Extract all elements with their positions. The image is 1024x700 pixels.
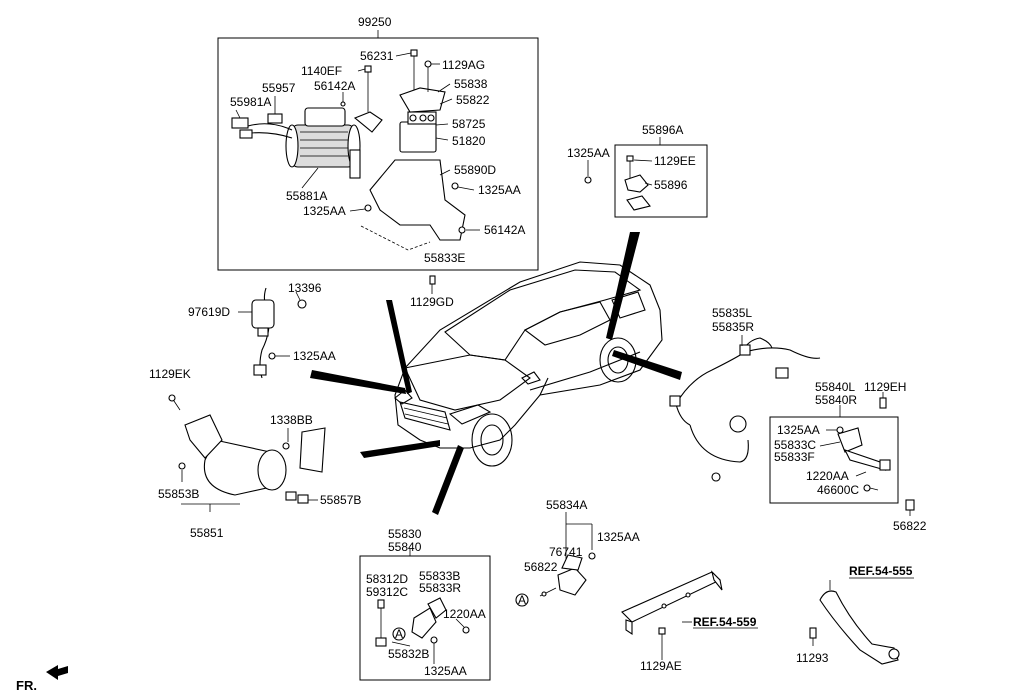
label-13396: 13396: [288, 281, 322, 295]
air-compressor: [231, 107, 361, 179]
label-55838: 55838: [454, 77, 488, 91]
compressor-group: 99250: [217, 15, 539, 271]
label-1325AA-box-right: 1325AA: [478, 183, 521, 197]
label-11293: 11293: [796, 651, 829, 665]
label-1129AG: 1129AG: [442, 58, 485, 72]
label-55840: 55840: [388, 540, 422, 554]
label-55853B: 55853B: [158, 487, 199, 501]
label-55833F: 55833F: [774, 450, 815, 464]
label-55834A: 55834A: [546, 498, 587, 512]
label-55830: 55830: [388, 527, 422, 541]
label-55833E: 55833E: [424, 251, 465, 265]
compressor-leaders: [235, 52, 480, 251]
label-55957: 55957: [262, 81, 296, 95]
label-97619D: 97619D: [188, 305, 230, 319]
label-51820: 51820: [452, 134, 486, 148]
label-55835R: 55835R: [712, 320, 754, 334]
label-55896A: 55896A: [642, 123, 683, 137]
label-55896: 55896: [654, 178, 688, 192]
label-1325AA-center: 1325AA: [597, 530, 640, 544]
sensor-55896A-group: 55896A 1129EE 55896 1325AA: [567, 123, 708, 218]
sensor-55840-box: [769, 416, 899, 504]
label-55833B: 55833B: [419, 569, 460, 583]
label-56142A-top: 56142A: [314, 79, 355, 93]
compressor-bracket: [353, 87, 466, 241]
label-55822: 55822: [456, 93, 490, 107]
label-55890D: 55890D: [454, 163, 496, 177]
sensor-box: [614, 144, 708, 218]
label-1325AA-bottom: 1325AA: [424, 664, 467, 678]
label-1129GD: 1129GD: [410, 295, 454, 309]
wire-harness-55835: 55835L 55835R: [669, 306, 821, 482]
label-55840L: 55840L: [815, 380, 855, 394]
valve-block: [399, 111, 437, 153]
circle-a-center: A: [518, 593, 526, 607]
label-56822-right: 56822: [893, 519, 927, 533]
label-1140EF: 1140EF: [301, 64, 342, 78]
label-55833C: 55833C: [774, 438, 816, 452]
ref-label-555: REF.54-555: [849, 564, 913, 578]
label-56822-center: 56822: [524, 560, 558, 574]
label-1129EK: 1129EK: [149, 367, 191, 381]
label-55833R: 55833R: [419, 581, 461, 595]
label-99250: 99250: [358, 15, 392, 29]
circle-a-bottom: A: [395, 627, 403, 641]
arrow-left-icon: [46, 665, 68, 680]
sensor-55834A-group: 55834A 1325AA 76741 56822 A: [515, 498, 640, 607]
car-pointers: [310, 232, 682, 515]
sensor-55830-box: [359, 555, 491, 681]
label-55981A: 55981A: [230, 95, 271, 109]
label-76741: 76741: [549, 545, 583, 559]
label-58312D: 58312D: [366, 572, 408, 586]
label-55857B: 55857B: [320, 493, 361, 507]
sensor-55830-group: 55830 55840 58312D 59312C 55833B 55833R …: [359, 527, 491, 681]
label-55835L: 55835L: [712, 306, 752, 320]
fr-label: FR.: [16, 678, 37, 693]
label-58725: 58725: [452, 117, 486, 131]
ref-label-559: REF.54-559: [693, 615, 757, 629]
label-46600C: 46600C: [817, 483, 859, 497]
label-1220AA-right: 1220AA: [806, 469, 849, 483]
height-sensor-left: 13396 97619D 1325AA: [188, 281, 336, 379]
label-55840R: 55840R: [815, 393, 857, 407]
ref-559-group: REF.54-559 1129AE: [621, 570, 758, 673]
label-55851: 55851: [190, 526, 224, 540]
label-1325AA-right-box: 1325AA: [777, 423, 820, 437]
label-59312C: 59312C: [366, 585, 408, 599]
label-56142A-bottom: 56142A: [484, 223, 525, 237]
label-55832B: 55832B: [388, 647, 429, 661]
label-1338BB: 1338BB: [270, 413, 313, 427]
air-tank: 1129EK 1338BB 55853B 55857B 55851: [149, 367, 361, 540]
label-1325AA-sensor: 1325AA: [567, 146, 610, 160]
label-1129EH: 1129EH: [864, 380, 906, 394]
label-1220AA-bottom: 1220AA: [443, 607, 486, 621]
bolt-1129GD: 1129GD: [410, 275, 454, 309]
label-1129EE: 1129EE: [654, 154, 696, 168]
ref-555-group: REF.54-555 11293: [796, 564, 914, 665]
front-orientation: FR.: [16, 665, 68, 693]
label-1129AE: 1129AE: [640, 659, 682, 673]
label-56231: 56231: [360, 49, 394, 63]
sensor-55840-group: 55840L 55840R 1129EH 1325AA 55833C 55833…: [769, 380, 927, 533]
label-1325AA-left: 1325AA: [293, 349, 336, 363]
label-55881A: 55881A: [286, 189, 327, 203]
label-1325AA-box-left: 1325AA: [303, 204, 346, 218]
